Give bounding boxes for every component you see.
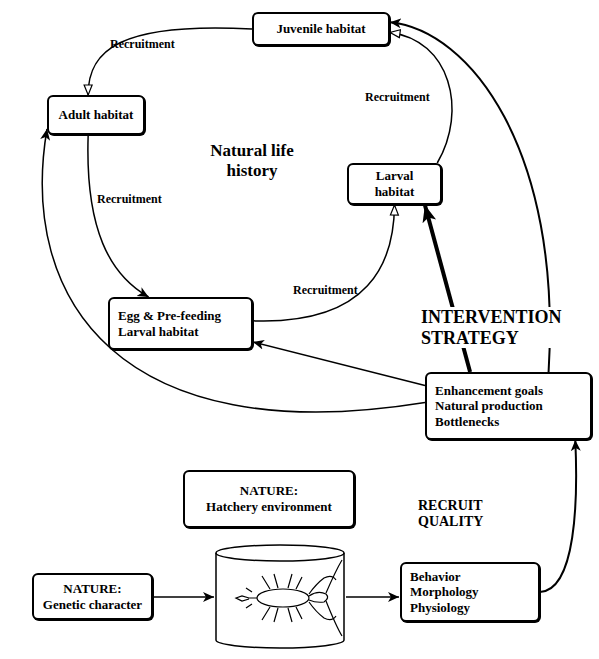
edge-label: Recruitment: [97, 193, 162, 207]
habitat-box: Juvenile habitat: [252, 12, 390, 46]
habitat-box: Adult habitat: [47, 95, 145, 135]
nature-box: NATURE:Hatchery environment: [183, 470, 355, 528]
flow-arrow: [346, 596, 399, 598]
edge-label: Recruitment: [110, 38, 175, 52]
quality-box: BehaviorMorphologyPhysiology: [400, 562, 540, 622]
habitat-box: Larval habitat: [347, 163, 442, 205]
box-text: NATURE:: [42, 581, 143, 597]
box-text: Physiology: [410, 600, 530, 616]
edge-label: Recruitment: [293, 284, 358, 298]
box-text: Adult habitat: [57, 107, 135, 123]
section-label: Natural life history: [193, 141, 311, 180]
flow-arrow: [88, 28, 252, 95]
flow-arrow: [153, 596, 214, 598]
flow-arrow: [540, 440, 576, 592]
box-text: Behavior: [410, 569, 530, 585]
box-text: Larval habitat: [357, 168, 432, 199]
box-text: Juvenile habitat: [262, 21, 380, 37]
edge-label: Recruitment: [365, 91, 430, 105]
box-text: Bottlenecks: [435, 414, 582, 430]
box-text: Morphology: [410, 584, 530, 600]
section-label: RECRUIT QUALITY: [418, 498, 513, 530]
flow-arrow: [88, 135, 149, 297]
hatchery-tank: [216, 545, 344, 648]
flow-arrow: [253, 205, 395, 321]
flow-arrow: [253, 342, 425, 386]
box-text: Genetic character: [42, 597, 143, 613]
box-text: Hatchery environment: [193, 499, 345, 515]
box-text: NATURE:: [193, 483, 345, 499]
box-text: Enhancement goals: [435, 383, 582, 399]
habitat-box: Egg & Pre-feeding Larval habitat: [108, 297, 253, 350]
lobster-illustration: [236, 560, 342, 636]
strategy-box: Enhancement goalsNatural productionBottl…: [425, 372, 592, 440]
box-text: Natural production: [435, 398, 582, 414]
nature-box: NATURE:Genetic character: [32, 573, 153, 620]
box-text: Egg & Pre-feeding Larval habitat: [118, 308, 243, 339]
section-label: INTERVENTION STRATEGY: [421, 307, 596, 348]
